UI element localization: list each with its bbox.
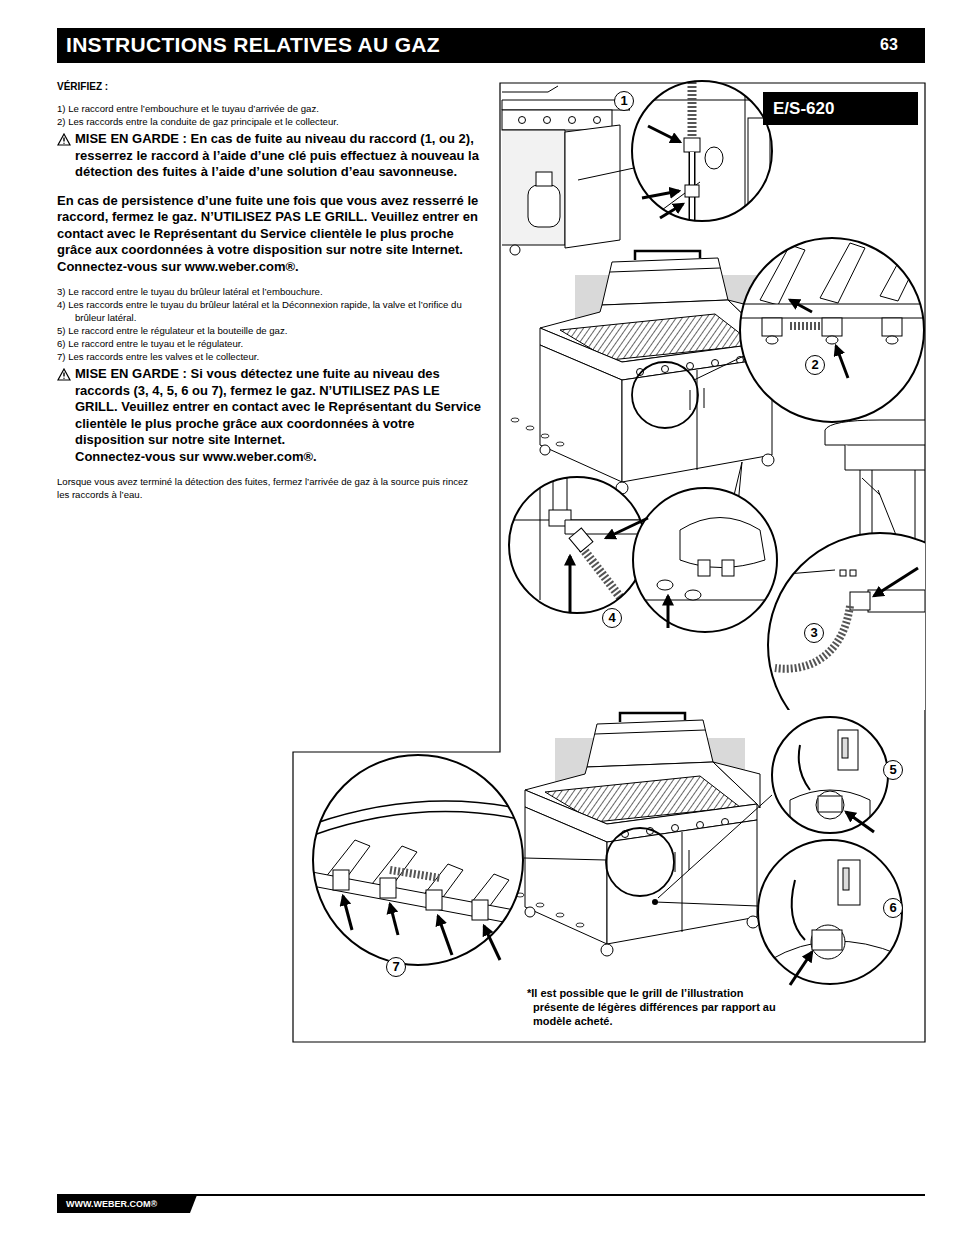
warning-icon (57, 133, 71, 146)
callout-number: 3 (804, 623, 824, 643)
list-item: 5) Le raccord entre le régulateur et la … (57, 324, 482, 337)
list-item: 4) Les raccords entre le tuyau du brûleu… (57, 298, 482, 324)
page-title: INSTRUCTIONS RELATIVES AU GAZ (66, 30, 440, 60)
text-column: VÉRIFIEZ : 1) Le raccord entre l’embouchu… (57, 80, 482, 501)
callout-number: 6 (883, 898, 903, 918)
page-number: 63 (880, 36, 898, 54)
list-item: 3) Le raccord entre le tuyau du brûleur … (57, 285, 482, 298)
list-item: 7) Les raccords entre les valves et le c… (57, 350, 482, 363)
footnote: *Il est possible que le grill de l’illus… (527, 986, 785, 1028)
warning-text: MISE EN GARDE : En cas de fuite au nivea… (75, 131, 482, 181)
body-text: Lorsque vous avez terminé la détection d… (57, 475, 482, 501)
list-item: 2) Les raccords entre la conduite de gaz… (57, 115, 482, 128)
web-link: Connectez-vous sur www.weber.com®. (57, 449, 482, 466)
warning-text: MISE EN GARDE : Si vous détectez une fui… (75, 366, 482, 449)
callout-number: 7 (386, 957, 406, 977)
section-heading: VÉRIFIEZ : (57, 80, 482, 93)
footer-url: WWW.WEBER.COM® (66, 1198, 157, 1210)
callout-number: 5 (883, 760, 903, 780)
list-item: 1) Le raccord entre l’embouchure et le t… (57, 102, 482, 115)
body-text: En cas de persistence d’une fuite une fo… (57, 193, 482, 259)
model-badge: E/S-620 (763, 92, 918, 125)
list-item: 6) Le raccord entre le tuyau et le régul… (57, 337, 482, 350)
warning-icon (57, 368, 71, 381)
callout-number: 1 (614, 91, 634, 111)
model-name: E/S-620 (763, 92, 834, 125)
callout-number: 2 (805, 355, 825, 375)
warning-block: MISE EN GARDE : En cas de fuite au nivea… (57, 131, 482, 181)
callout-number: 4 (602, 608, 622, 628)
warning-block: MISE EN GARDE : Si vous détectez une fui… (57, 366, 482, 449)
web-link: Connectez-vous sur www.weber.com®. (57, 259, 482, 276)
